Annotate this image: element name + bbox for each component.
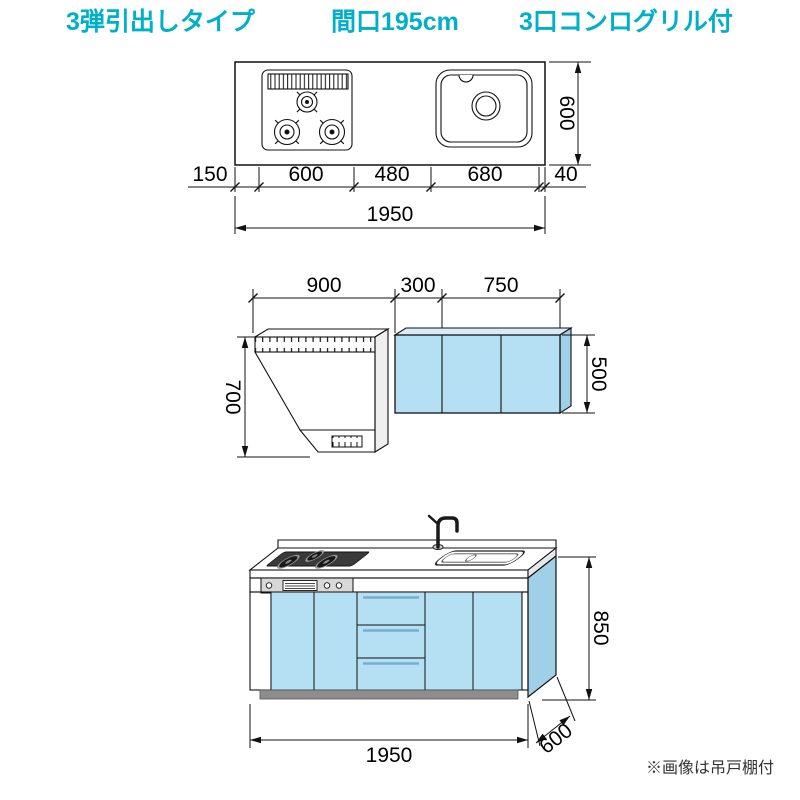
segment-480-label: 480 [374, 163, 409, 186]
header-drawer-type-label: 3弾引出しタイプ [66, 8, 256, 36]
burner-front-right [318, 118, 346, 146]
cabinet-side-panel [527, 554, 557, 699]
cabinet-height-label: 850 [589, 610, 612, 645]
burner-front-left [273, 118, 301, 146]
segment-900-label: 900 [306, 274, 341, 297]
stove-front-panel [260, 577, 354, 594]
stove-knob [323, 582, 331, 589]
perspective-depth-label: 600 [535, 719, 577, 759]
faucet-hole [458, 74, 474, 83]
wall-cabinet-door-gaps [441, 335, 502, 413]
drain-3d [464, 554, 477, 562]
wall-cabinet-note: ※画像は吊戸棚付 [646, 759, 774, 777]
segment-40-label: 40 [554, 163, 577, 186]
segment-600-label: 600 [288, 163, 323, 186]
sink-bowl [440, 74, 528, 143]
cooktop-3d [266, 550, 370, 569]
segment-300-label: 300 [400, 274, 435, 297]
plan-total-label: 1950 [367, 203, 414, 226]
plan-total-dimension: 1950 [234, 196, 546, 234]
hood-height-label: 700 [221, 379, 244, 414]
wall-cabinet-top-face [393, 327, 573, 336]
hood-top-face [253, 328, 390, 338]
hood-height-dimension: 700 [221, 336, 310, 458]
cabinet-fronts [249, 591, 529, 691]
faucet [427, 514, 459, 550]
hood-vent-band [254, 336, 376, 353]
sink-3d [434, 550, 525, 566]
cooktop-outline [261, 69, 353, 151]
segment-150-label: 150 [192, 163, 227, 186]
plan-view: 600 150 600 480 680 40 1950 [188, 61, 591, 234]
stove-knob [335, 582, 343, 589]
faucet-spout [436, 516, 459, 549]
plan-segment-dimensions: 150 600 480 680 40 [188, 163, 586, 192]
sink-rim [435, 69, 533, 148]
sink-plan [435, 69, 533, 148]
wall-cabinet-side-face [559, 326, 572, 415]
plan-depth-label: 600 [555, 95, 578, 130]
perspective-width-dimension: 1950 [249, 704, 529, 767]
burner-back [296, 91, 318, 113]
wall-cabinet-height-dimension: 500 [562, 334, 610, 414]
cooktop-plan [261, 69, 353, 151]
drain-inner [475, 95, 497, 117]
hood-bottom-band [298, 429, 376, 453]
backsplash [277, 539, 557, 549]
perspective-width-label: 1950 [366, 744, 413, 767]
header-cooktop-label: 3口コンログリル付 [519, 8, 733, 36]
wall-cabinet [393, 326, 573, 415]
drawer-handles [363, 596, 419, 665]
cabinet-height-dimension: 850 [542, 556, 612, 701]
drain-outer [471, 91, 501, 121]
faucet-lever [427, 514, 440, 526]
right-filler-panel [521, 591, 529, 691]
plan-depth-dimension: 600 [549, 61, 591, 166]
hood-side-face [374, 328, 389, 453]
range-hood [253, 328, 390, 453]
countertop-front-edge [249, 569, 529, 579]
door-left-b [313, 591, 358, 691]
door-right-b [472, 591, 523, 691]
wall-cabinet-height-label: 500 [587, 356, 610, 391]
header-opening-width-label: 間口195cm [331, 8, 459, 36]
left-filler-panel [249, 591, 272, 691]
elevation-segment-dimensions: 900 300 750 [248, 274, 565, 333]
grill-door [282, 580, 318, 591]
hood-control-panel [331, 435, 363, 448]
segment-750-label: 750 [483, 274, 518, 297]
perspective-view: 850 1950 600 ※画像は吊戸棚付 [248, 514, 774, 777]
grill-vent [267, 73, 349, 90]
door-right-a [424, 591, 474, 691]
drawer-stack [356, 591, 426, 691]
wall-cabinet-front [394, 334, 561, 414]
stove-knob [265, 582, 273, 589]
elevation-view: 900 300 750 700 [221, 274, 610, 458]
header: 3弾引出しタイプ 間口195cm 3口コンログリル付 [66, 8, 733, 36]
segment-680-label: 680 [467, 163, 502, 186]
hood-canopy [254, 351, 376, 431]
toe-kick [259, 689, 519, 700]
door-left-a [270, 591, 315, 691]
